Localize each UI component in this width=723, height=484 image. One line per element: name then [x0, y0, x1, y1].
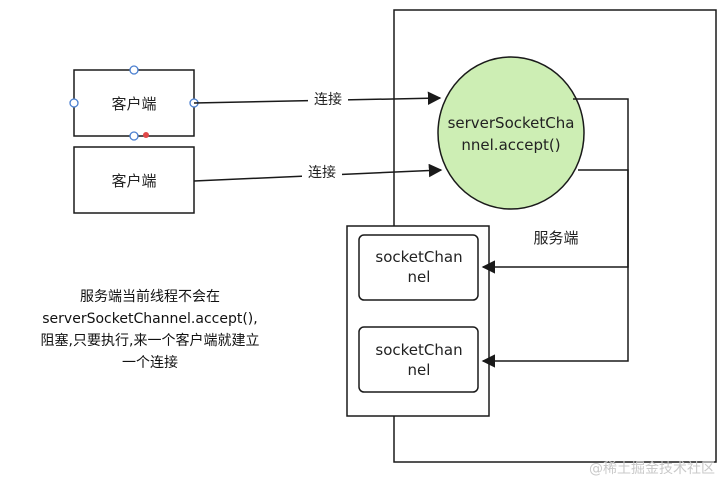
resize-handle-bottom[interactable]: [129, 131, 139, 141]
socket-channel-box-1: [358, 234, 479, 301]
explanation-note: 服务端当前线程不会在 serverSocketChannel.accept(),…: [0, 286, 300, 374]
note-line-2: serverSocketChannel.accept(),: [42, 311, 258, 327]
channel-connector-2: [481, 169, 629, 368]
accept-circle: [437, 56, 585, 210]
accept-label-line2: nnel.accept(): [461, 136, 560, 154]
resize-handle-top[interactable]: [129, 65, 139, 75]
resize-handle-left[interactable]: [69, 98, 79, 108]
server-label: 服务端: [533, 229, 578, 247]
client-box-2: [73, 146, 195, 214]
client-label-2: 客户端: [111, 172, 156, 190]
connection-label-1: 连接: [314, 91, 342, 108]
socket-channel-label-2b: nel: [408, 361, 431, 379]
socket-channel-box-2: [358, 326, 479, 393]
watermark: @稀土掘金技术社区: [589, 461, 715, 477]
note-line-4: 一个连接: [122, 355, 178, 371]
socket-channel-label-1a: socketChan: [375, 248, 462, 266]
note-line-3: 阻塞,只要执行,来一个客户端就建立: [40, 333, 260, 349]
note-line-1: 服务端当前线程不会在: [80, 289, 220, 305]
accept-label-line1: serverSocketCha: [448, 114, 575, 132]
connection-label-2: 连接: [308, 164, 336, 181]
client-label-1: 客户端: [111, 95, 156, 113]
socket-channel-label-1b: nel: [408, 268, 431, 286]
connection-point-dot[interactable]: [143, 132, 149, 138]
socket-channel-label-2a: socketChan: [375, 341, 462, 359]
